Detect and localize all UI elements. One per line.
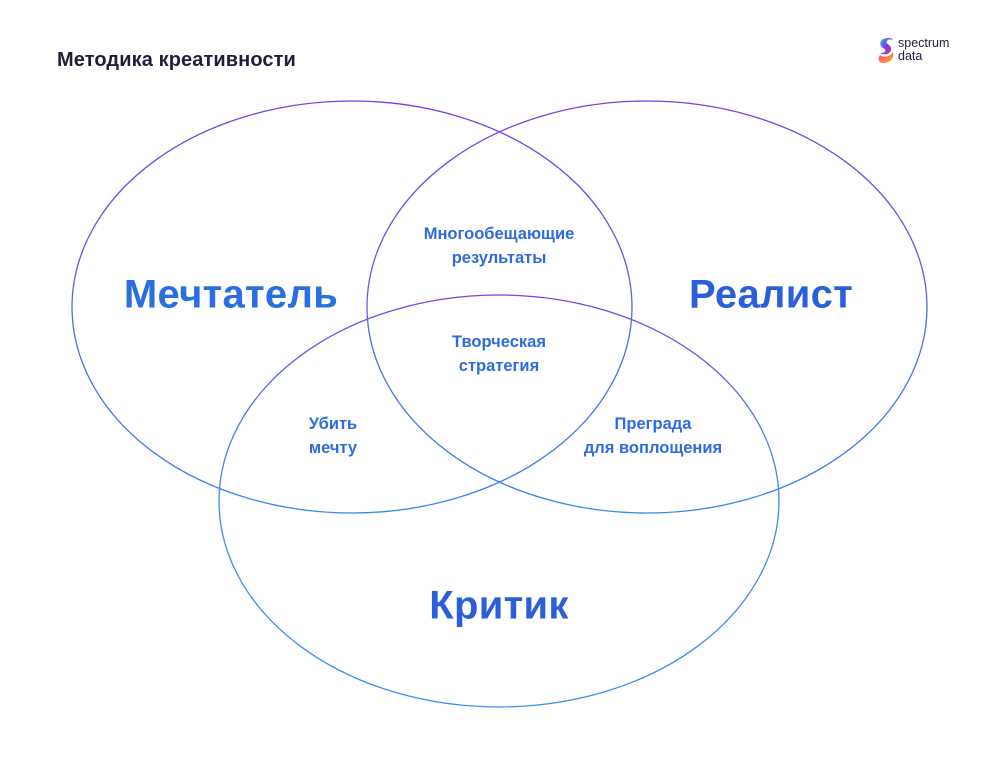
- dreamer-label: Мечтатель: [123, 272, 339, 317]
- logo-line-1: spectrum: [898, 36, 950, 50]
- intersection-all-three-line-1: Творческая: [452, 333, 546, 351]
- intersection-dreamer-critic: Убить мечту: [309, 412, 357, 460]
- realist-circle: [366, 100, 928, 514]
- intersection-dreamer-critic-line-2: мечту: [308, 439, 358, 457]
- page-title: Методика креативности: [57, 49, 296, 71]
- logo-wordmark: spectrum data: [898, 37, 949, 63]
- realist-label: Реалист: [688, 272, 854, 317]
- dreamer-circle: [71, 100, 633, 514]
- intersection-dreamer-critic-line-1: Убить: [308, 415, 358, 433]
- intersection-dreamer-realist: Многообещающие результаты: [424, 222, 575, 270]
- intersection-dreamer-realist-line-1: Многообещающие: [423, 225, 575, 243]
- critic-circle: [218, 294, 780, 708]
- spectrum-data-logo: spectrum data: [874, 36, 974, 68]
- intersection-all-three-line-2: стратегия: [458, 357, 540, 375]
- critic-label: Критик: [429, 583, 569, 628]
- intersection-realist-critic-line-1: Преграда: [614, 415, 692, 433]
- logo-line-2: data: [898, 49, 923, 63]
- intersection-realist-critic: Преграда для воплощения: [584, 412, 722, 460]
- spectrum-logo-icon: [878, 38, 894, 64]
- intersection-all-three: Творческая стратегия: [452, 330, 546, 378]
- intersection-realist-critic-line-2: для воплощения: [583, 439, 723, 457]
- intersection-dreamer-realist-line-2: результаты: [451, 249, 547, 267]
